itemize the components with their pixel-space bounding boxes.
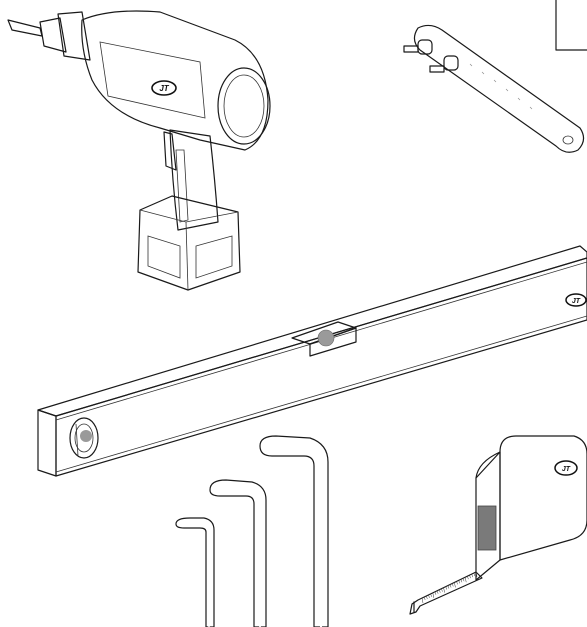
tape-tick	[460, 579, 463, 583]
tape-tick	[475, 571, 478, 578]
tape-tick	[454, 582, 456, 588]
level-icon: JT	[37, 245, 587, 477]
drill-icon: JT	[7, 10, 271, 291]
tape-tick	[436, 590, 439, 594]
tape-measure-icon: JT	[409, 435, 587, 615]
tape-tick	[456, 581, 458, 585]
tape-tick	[464, 577, 467, 583]
tape-tick	[423, 596, 426, 601]
tape-tick	[430, 593, 432, 597]
tape-tick	[447, 585, 450, 589]
tape-tick	[452, 583, 454, 587]
tape-tick	[443, 587, 445, 593]
spanner-icon	[403, 24, 585, 153]
level-brand-logo: JT	[565, 293, 587, 307]
tape-tick	[428, 594, 430, 598]
tape-tick	[432, 592, 435, 598]
level-end-vial	[69, 417, 99, 459]
tape-tick	[426, 595, 428, 599]
tape-brand-logo: JT	[554, 460, 578, 476]
tape-tick	[471, 574, 473, 578]
tape-tick	[449, 584, 452, 588]
drill-logo-text: JT	[159, 84, 169, 93]
hex-key-medium	[209, 479, 267, 627]
drill-brand-logo: JT	[151, 80, 177, 96]
tape-blade-ticks	[421, 571, 478, 604]
corner-frame	[555, 0, 587, 51]
tape-tick	[467, 576, 469, 580]
tape-tick	[445, 586, 447, 590]
tape-tick	[434, 591, 437, 595]
tape-tick	[462, 578, 465, 582]
tape-tick	[469, 575, 471, 579]
tape-tick	[439, 589, 441, 593]
level-centre-vial	[291, 321, 357, 357]
hex-key-small	[175, 517, 215, 627]
tape-tick	[473, 572, 476, 577]
tape-tick	[458, 580, 460, 584]
tape-logo-text: JT	[562, 466, 571, 473]
tape-tick	[441, 588, 443, 592]
level-logo-text: JT	[572, 298, 581, 305]
hex-key-large	[259, 435, 329, 627]
tape-tick	[421, 597, 424, 604]
